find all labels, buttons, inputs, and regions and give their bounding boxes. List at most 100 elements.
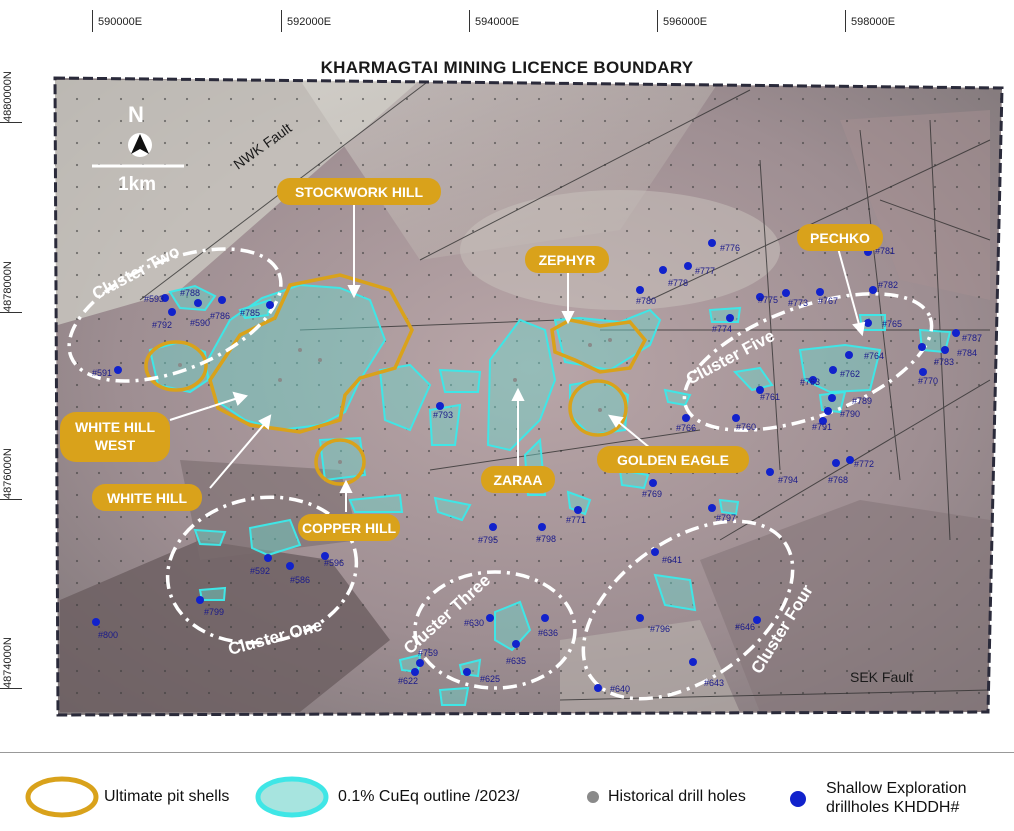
pit-shell-swatch: [25, 776, 99, 818]
drillhole-label: #592: [250, 566, 270, 576]
drillhole-label: #782: [878, 280, 898, 290]
legend-swatches: [25, 776, 806, 818]
shallow-swatch: [790, 791, 806, 807]
drillhole-label: #764: [864, 351, 884, 361]
drillhole-label: #769: [642, 489, 662, 499]
deposit-label: GOLDEN EAGLE: [617, 452, 729, 468]
drillhole-label: #590: [190, 318, 210, 328]
drillhole-label: #800: [98, 630, 118, 640]
drillhole-label: #791: [812, 422, 832, 432]
cluster-outlines: [67, 247, 934, 701]
drillhole-label: #635: [506, 656, 526, 666]
golden-eagle-pit: [568, 379, 628, 437]
easting-tick: [281, 10, 282, 32]
drillhole-label: #796: [650, 624, 670, 634]
map-canvas: #793 #788 #593 #792 #590 #786 #785 #591 …: [53, 76, 1004, 717]
northing-tick: [0, 688, 22, 689]
northing-tick: [0, 312, 22, 313]
licence-boundary: [53, 76, 1004, 717]
legend-cueq-label: 0.1% CuEq outline /2023/: [338, 788, 520, 805]
drillhole-label: #759: [418, 648, 438, 658]
drillhole-label: #788: [180, 288, 200, 298]
drillhole-label: #591: [92, 368, 112, 378]
deposit-label: ZARAA: [494, 472, 543, 488]
white-hill-west-pit: [144, 340, 208, 392]
historical-drillholes: [178, 338, 612, 464]
deposit-label: COPPER HILL: [302, 520, 397, 536]
drillhole-label: #786: [210, 311, 230, 321]
drillhole-label: #780: [636, 296, 656, 306]
easting-tick: [657, 10, 658, 32]
drillhole-label: #799: [204, 607, 224, 617]
drillhole-label: #778: [668, 278, 688, 288]
drillhole-label: #593: [144, 294, 164, 304]
drillhole-label: #773: [788, 298, 808, 308]
drillhole-label: #586: [290, 575, 310, 585]
scale-bar: 1km: [92, 164, 184, 195]
easting-tick: [469, 10, 470, 32]
copper-hill-pit: [314, 438, 366, 486]
drillhole-label: #625: [480, 674, 500, 684]
drillhole-label: #768: [828, 475, 848, 485]
drillhole-label: #771: [566, 515, 586, 525]
easting-tick: [845, 10, 846, 32]
northing-tick: [0, 122, 22, 123]
drillhole-label: #781: [875, 246, 895, 256]
drillhole-label: #770: [918, 376, 938, 386]
drillhole-label: #776: [720, 243, 740, 253]
drillhole-label: #640: [610, 684, 630, 694]
drillhole-label: #643: [704, 678, 724, 688]
north-label: N: [128, 102, 144, 127]
drillhole-labels: #793 #788 #593 #792 #590 #786 #785 #591 …: [92, 243, 982, 694]
easting-label: 596000E: [663, 16, 708, 28]
drillhole-label: #775: [758, 295, 778, 305]
drillhole-label: #785: [240, 308, 260, 318]
drillhole-label: #774: [712, 324, 732, 334]
drillhole-label: #777: [695, 266, 715, 276]
easting-label: 590000E: [98, 16, 143, 28]
drillhole-label: #765: [882, 319, 902, 329]
legend-shallow-label: Shallow Exploration drillholes KHDDH#: [826, 780, 967, 816]
deposit-label: WHITE HILL: [107, 490, 188, 506]
map-title: KHARMAGTAI MINING LICENCE BOUNDARY: [320, 58, 694, 77]
deposit-label: PECHKO: [810, 230, 870, 246]
drillhole-label: #622: [398, 676, 418, 686]
drillhole-label: #761: [760, 392, 780, 402]
drillhole-label: #763: [800, 377, 820, 387]
cueq-outlines: [148, 283, 952, 706]
drillhole-label: #783: [934, 357, 954, 367]
drillhole-label: #797: [716, 513, 736, 523]
drillhole-label: #760: [736, 422, 756, 432]
drillhole-label: #766: [676, 423, 696, 433]
drillhole-label: #772: [854, 459, 874, 469]
scale-label: 1km: [118, 174, 156, 195]
deposit-label: STOCKWORK HILL: [295, 184, 424, 200]
drillhole-label: #630: [464, 618, 484, 628]
drillhole-label: #798: [536, 534, 556, 544]
drillhole-label: #762: [840, 369, 860, 379]
deposit-label: ZEPHYR: [539, 252, 596, 268]
easting-label: 592000E: [287, 16, 332, 28]
drillhole-label: #793: [433, 410, 453, 420]
easting-label: 594000E: [475, 16, 520, 28]
legend-pit-label: Ultimate pit shells: [104, 788, 230, 805]
drillhole-label: #596: [324, 558, 344, 568]
drillhole-label: #767: [818, 296, 838, 306]
cueq-swatch: [255, 776, 329, 818]
fault-label: SEK Fault: [850, 669, 913, 685]
northing-tick: [0, 499, 22, 500]
satellite-imagery: [55, 78, 1002, 715]
drillhole-label: #792: [152, 320, 172, 330]
drillhole-label: #646: [735, 622, 755, 632]
zephyr-pit: [550, 318, 648, 374]
easting-label: 598000E: [851, 16, 896, 28]
drillhole-label: #789: [852, 396, 872, 406]
drillhole-label: #795: [478, 535, 498, 545]
drillhole-label: #787: [962, 333, 982, 343]
drillhole-label: #784: [957, 348, 977, 358]
historical-swatch: [587, 791, 599, 803]
easting-tick: [92, 10, 93, 32]
callout-arrows: [169, 200, 866, 512]
